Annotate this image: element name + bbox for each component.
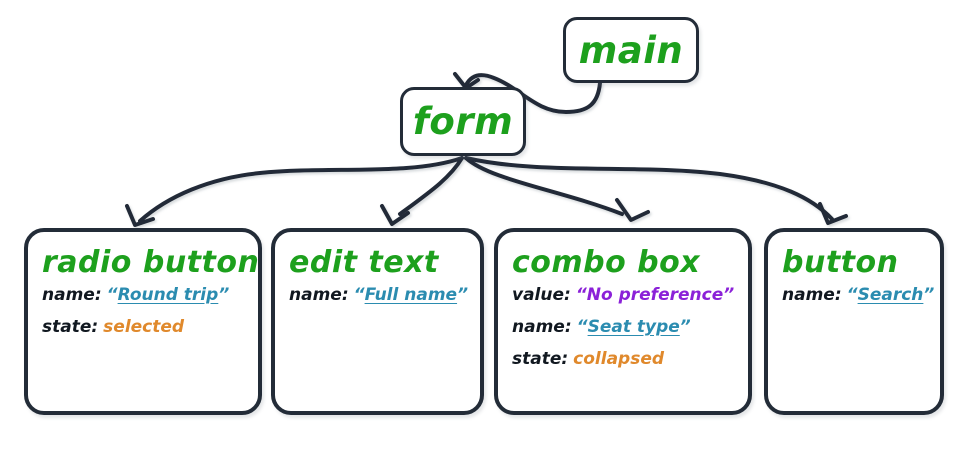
node-main-title: main [578,28,684,72]
property-value-text: Search [857,285,924,305]
quote-open: “ [575,285,587,305]
property-value-text: Seat type [587,317,680,337]
edge-form-to-edit-text-arrowhead [380,204,410,226]
property-value: “Full name” [354,285,468,305]
node-radio-button[interactable]: radio button name:“Round trip” state:sel… [24,228,262,415]
property-value-text: Full name [364,285,458,305]
property-row: name:“Full name” [289,287,480,304]
property-key: state: [42,317,99,337]
property-row: name:“Seat type” [512,319,748,336]
property-row: state:selected [42,319,258,336]
edge-main-to-form-arrowhead [453,72,480,90]
quote-close: ” [723,285,735,305]
property-key: name: [782,285,842,305]
edge-form-to-radio-button-arrowhead [125,204,155,227]
property-value-text: No preference [586,285,724,305]
node-title: button [782,245,899,280]
property-list: name:“Full name” [275,287,480,304]
node-form[interactable]: form [400,87,526,156]
edge-form-to-combo-box [464,156,624,216]
node-form-title: form [412,100,514,143]
quote-open: “ [106,285,118,305]
node-edit-text[interactable]: edit text name:“Full name” [271,228,484,415]
quote-open: “ [576,317,588,337]
property-key: name: [289,285,349,305]
property-key: state: [512,349,569,369]
property-key: value: [512,285,571,305]
property-row: state:collapsed [512,351,748,368]
property-value-text: Round trip [117,285,219,305]
property-value: “Search” [847,285,935,305]
node-combo-box[interactable]: combo box value:“No preference” name:“Se… [494,228,752,415]
property-value: selected [103,317,184,337]
edge-form-to-edit-text [398,156,464,216]
property-row: value:“No preference” [512,287,748,304]
property-value-text: collapsed [573,349,665,369]
property-value: collapsed [573,349,664,369]
node-title: edit text [289,245,439,280]
property-list: name:“Round trip” state:selected [28,287,258,336]
node-title: radio button [42,245,260,280]
quote-close: ” [923,285,935,305]
property-value: “No preference” [576,285,734,305]
quote-open: “ [353,285,365,305]
node-button[interactable]: button name:“Search” [764,228,944,415]
edge-form-to-radio-button [138,156,464,223]
property-row: name:“Search” [782,287,940,304]
property-value-text: selected [103,317,185,337]
property-row: name:“Round trip” [42,287,258,304]
property-value: “Round trip” [107,285,230,305]
edge-form-to-button-arrowhead [818,202,848,225]
property-list: value:“No preference” name:“Seat type” s… [498,287,748,368]
property-list: name:“Search” [768,287,940,304]
quote-close: ” [457,285,469,305]
quote-close: ” [679,317,691,337]
edge-form-to-button [464,156,834,221]
property-value: “Seat type” [577,317,691,337]
node-main[interactable]: main [563,17,699,83]
edge-form-to-combo-box-arrowhead [615,198,650,222]
node-title: combo box [512,245,701,280]
quote-open: “ [846,285,858,305]
property-key: name: [42,285,102,305]
quote-close: ” [218,285,230,305]
property-key: name: [512,317,572,337]
